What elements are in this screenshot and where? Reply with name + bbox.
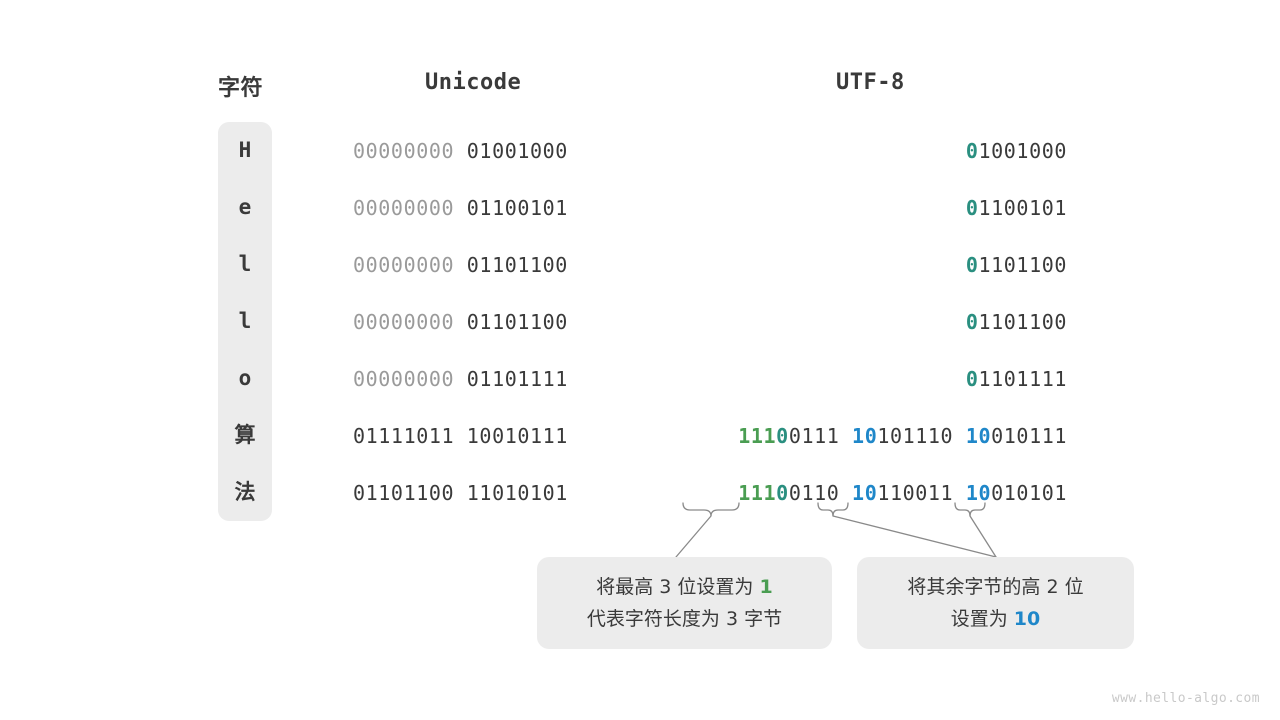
utf8-bit-group-blue: 10 (965, 424, 992, 448)
brace-leading-bits (682, 502, 740, 517)
callout-left-line-1: 将最高 3 位设置为 1 (596, 571, 772, 603)
unicode-binary-cell: 00000000 01001000 (353, 139, 568, 163)
utf8-bit-group-dark: 010101 (991, 481, 1067, 505)
utf8-bit-group-blue: 10 (965, 481, 992, 505)
utf8-bit-group-teal: 0 (965, 367, 979, 391)
utf8-bit-group-teal: 0 (776, 481, 789, 505)
unicode-low-byte: 10010111 (466, 424, 568, 448)
character-cell: 法 (234, 480, 256, 504)
callout-right-line-2-text: 设置为 (950, 608, 1014, 630)
unicode-low-byte: 11010101 (466, 481, 568, 505)
utf8-bit-group-dark: 110011 (877, 481, 966, 505)
utf8-binary-cell: 11100110 10110011 10010101 (738, 481, 1067, 505)
utf8-bit-group-dark: 0111 (788, 424, 853, 448)
utf8-bit-group-blue: 10 (852, 424, 878, 448)
utf8-binary-cell: 01101100 (966, 253, 1067, 277)
unicode-high-byte: 00000000 (353, 253, 467, 277)
utf8-bit-group-dark: 010111 (991, 424, 1067, 448)
unicode-binary-cell: 00000000 01100101 (353, 196, 568, 220)
unicode-high-byte: 00000000 (353, 310, 467, 334)
unicode-binary-cell: 01101100 11010101 (353, 481, 568, 505)
unicode-binary-cell: 00000000 01101100 (353, 310, 568, 334)
utf8-bit-group-teal: 0 (965, 310, 979, 334)
callout-right-line-1: 将其余字节的高 2 位 (907, 576, 1084, 598)
unicode-binary-cell: 00000000 01101111 (353, 367, 568, 391)
utf8-bit-group-dark: 0110 (788, 481, 853, 505)
callout-right-line-2: 设置为 10 (951, 603, 1041, 635)
character-cell: l (238, 309, 252, 333)
unicode-low-byte: 01100101 (466, 196, 568, 220)
unicode-high-byte: 00000000 (353, 139, 467, 163)
callout-right-highlight: 10 (1013, 608, 1041, 630)
unicode-low-byte: 01101111 (466, 367, 568, 391)
unicode-high-byte: 00000000 (353, 367, 467, 391)
callout-left-highlight: 1 (759, 576, 773, 598)
callout-left-line-2: 代表字符长度为 3 字节 (586, 608, 783, 630)
callout-continuation-bits: 将其余字节的高 2 位 设置为 10 (857, 557, 1134, 649)
unicode-low-byte: 01101100 (466, 310, 568, 334)
character-cell: 算 (234, 423, 256, 447)
column-header-character: 字符 (218, 76, 264, 101)
connector-right-callout-b (969, 515, 997, 558)
unicode-high-byte: 01101100 (353, 481, 467, 505)
utf8-bit-group-green: 111 (738, 481, 777, 505)
site-watermark: www.hello-algo.com (1111, 691, 1260, 706)
utf8-bit-group-blue: 10 (852, 481, 878, 505)
utf8-binary-cell: 01101100 (966, 310, 1067, 334)
connector-left-callout (675, 515, 712, 558)
column-header-utf8: UTF-8 (836, 70, 905, 95)
utf8-bit-group-dark: 1101111 (978, 367, 1067, 391)
callout-left-line-1-text: 将最高 3 位设置为 (596, 576, 760, 598)
character-cell: e (238, 195, 252, 219)
character-column-pill (218, 122, 272, 521)
utf8-bit-group-dark: 101110 (877, 424, 966, 448)
utf8-binary-cell: 01001000 (966, 139, 1067, 163)
utf8-bit-group-teal: 0 (965, 139, 979, 163)
utf8-bit-group-dark: 1001000 (978, 139, 1067, 163)
utf8-bit-group-dark: 1101100 (978, 310, 1067, 334)
connector-right-callout-a (832, 515, 997, 558)
column-header-unicode: Unicode (425, 70, 522, 95)
utf8-binary-cell: 11100111 10101110 10010111 (738, 424, 1067, 448)
character-cell: o (238, 366, 252, 390)
utf8-bit-group-green: 111 (738, 424, 777, 448)
utf8-binary-cell: 01100101 (966, 196, 1067, 220)
unicode-low-byte: 01001000 (466, 139, 568, 163)
utf8-bit-group-dark: 1100101 (978, 196, 1067, 220)
unicode-low-byte: 01101100 (466, 253, 568, 277)
callout-leading-bits: 将最高 3 位设置为 1 代表字符长度为 3 字节 (537, 557, 832, 649)
character-cell: H (238, 138, 252, 162)
unicode-high-byte: 01111011 (353, 424, 467, 448)
unicode-binary-cell: 00000000 01101100 (353, 253, 568, 277)
utf8-bit-group-teal: 0 (965, 253, 979, 277)
utf8-bit-group-teal: 0 (776, 424, 789, 448)
unicode-binary-cell: 01111011 10010111 (353, 424, 568, 448)
utf8-bit-group-dark: 1101100 (978, 253, 1067, 277)
utf8-bit-group-teal: 0 (965, 196, 979, 220)
character-cell: l (238, 252, 252, 276)
unicode-high-byte: 00000000 (353, 196, 467, 220)
utf8-binary-cell: 01101111 (966, 367, 1067, 391)
